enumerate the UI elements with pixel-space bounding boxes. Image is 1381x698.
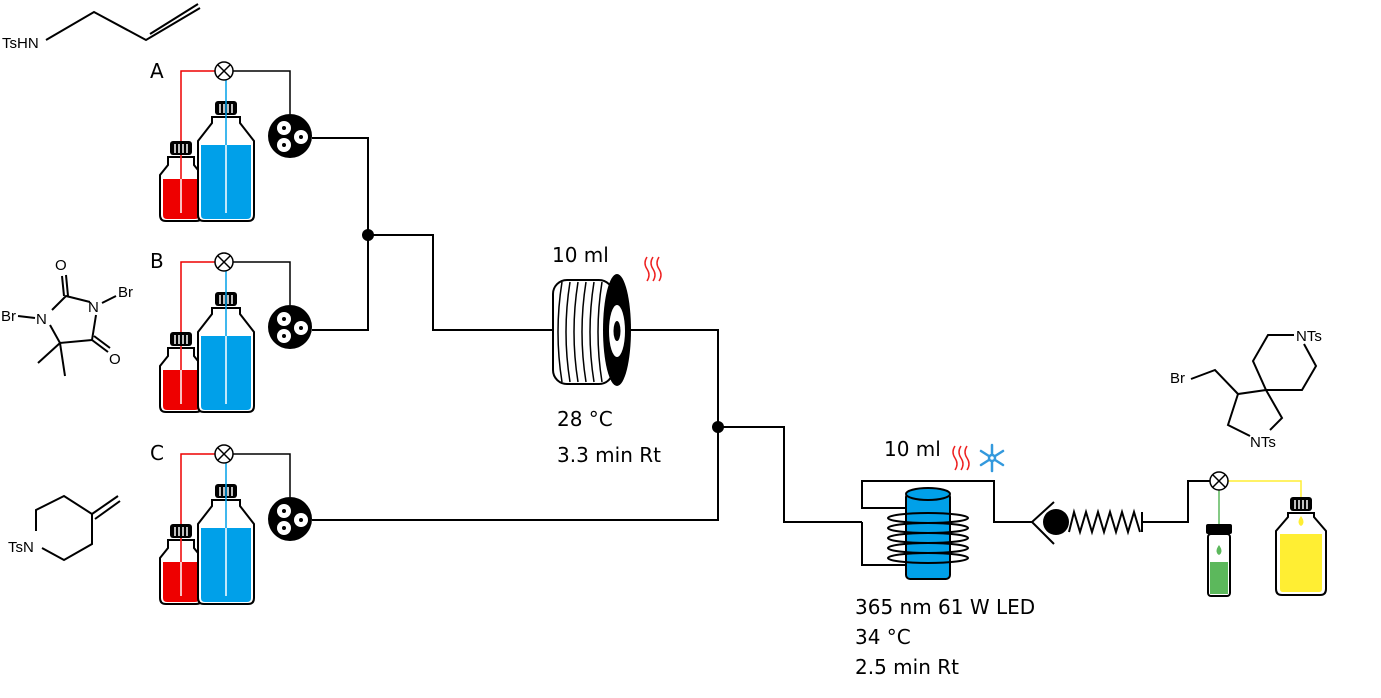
product-br: Br [1170, 370, 1185, 387]
back-pressure-regulator-icon [1030, 480, 1210, 545]
molecule-product: NTs Br NTs [1170, 328, 1322, 451]
reagent-station-a: A [150, 59, 312, 221]
atom-o1: O [55, 257, 67, 274]
heat-icon [644, 256, 662, 282]
station-label-c: C [150, 441, 164, 465]
snowflake-icon [979, 443, 1005, 473]
molecule-c-text: TsN [8, 539, 34, 556]
atom-n1: N [88, 299, 99, 316]
reactor2-wavelength: 365 nm 61 W LED [855, 595, 1035, 619]
reactor1-volume: 10 ml [552, 243, 609, 267]
molecule-a-text: TsHN [2, 35, 39, 52]
reactor2-residence: 2.5 min Rt [855, 655, 959, 679]
heat-icon [952, 445, 970, 471]
led-lamp-icon [905, 487, 951, 580]
junction-1 [362, 229, 374, 241]
atom-br2: Br [1, 308, 16, 325]
atom-o2: O [109, 351, 121, 368]
reactor1-residence: 3.3 min Rt [557, 443, 661, 467]
molecule-allyl-amine: TsHN [2, 3, 201, 52]
reactor1-temperature: 28 °C [557, 407, 613, 431]
reactor2-volume: 10 ml [884, 437, 941, 461]
reagent-station-b: B [150, 249, 312, 412]
valve-icon [1209, 471, 1229, 491]
collection [1206, 471, 1327, 597]
bottle-icon [1275, 496, 1327, 596]
atom-n2: N [36, 311, 47, 328]
product-nts-top: NTs [1296, 328, 1322, 345]
junction-2 [712, 421, 724, 433]
molecule-methylene-piperidine: TsN [8, 494, 121, 562]
product-nts-bottom: NTs [1250, 434, 1276, 451]
photoreactor [861, 480, 1032, 580]
reagent-station-c: C [150, 441, 312, 604]
station-label-a: A [150, 59, 164, 83]
reactor2-temperature: 34 °C [855, 625, 911, 649]
molecule-dbdmh: O N Br Br N O [1, 257, 133, 377]
coil-reactor-icon [552, 274, 631, 386]
vial-icon [1206, 524, 1232, 597]
station-label-b: B [150, 249, 164, 273]
atom-br1: Br [118, 284, 133, 301]
